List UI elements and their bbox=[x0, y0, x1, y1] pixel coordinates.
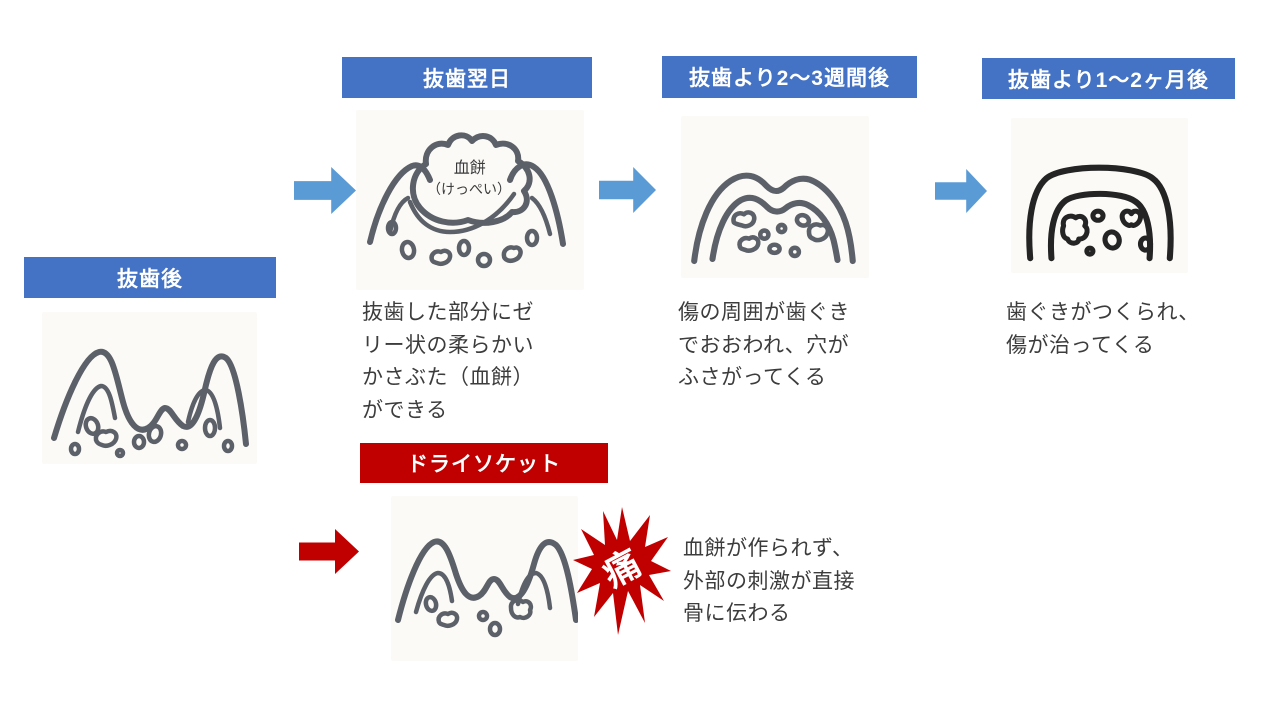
stage-description: 歯ぐきがつくられ、 傷が治ってくる bbox=[1006, 301, 1200, 357]
blood-clot-annotation: 血餅 （けっぺい） bbox=[427, 159, 511, 197]
stage-label: 抜歯より1～2ヶ月後 bbox=[1008, 68, 1209, 92]
stage-description: 傷の周囲が歯ぐき でおおわれ、穴が ふさがってくる bbox=[678, 301, 850, 390]
starburst-icon: 痛 bbox=[573, 507, 671, 635]
stage-description: 抜歯した部分にゼ リー状の柔らかい かさぶた（血餅） ができる bbox=[362, 301, 534, 422]
arrow-right-icon bbox=[599, 167, 656, 213]
stage-header-2-3-weeks: 抜歯より2～3週間後 bbox=[662, 56, 917, 98]
arrow-right-icon bbox=[299, 529, 359, 574]
post-extraction-illustration bbox=[42, 312, 257, 464]
dry-socket-illustration bbox=[391, 496, 578, 661]
blood-clot-socket-sketch: 血餅 （けっぺい） bbox=[367, 132, 566, 269]
arrow-right-icon bbox=[935, 169, 987, 213]
stage-header-day-after: 抜歯翌日 bbox=[342, 57, 592, 98]
blood-clot-illustration: 血餅 （けっぺい） bbox=[356, 110, 584, 290]
dry-socket-sketch bbox=[395, 538, 578, 638]
empty-socket-sketch bbox=[51, 348, 249, 459]
healed-months-illustration bbox=[1011, 118, 1188, 273]
stage-header-dry-socket: ドライソケット bbox=[360, 443, 608, 483]
healed-socket-sketch bbox=[1026, 164, 1174, 262]
stage-label: 抜歯より2～3週間後 bbox=[689, 67, 890, 90]
arrow-right-icon bbox=[294, 167, 356, 214]
stage-header-1-2-months: 抜歯より1～2ヶ月後 bbox=[982, 58, 1235, 99]
stage-label: ドライソケット bbox=[407, 453, 561, 476]
stage-label: 抜歯後 bbox=[117, 267, 183, 291]
healing-weeks-illustration bbox=[681, 116, 869, 278]
covered-socket-sketch bbox=[691, 172, 856, 265]
stage-description: 血餅が作られず、 外部の刺激が直接 骨に伝わる bbox=[683, 537, 855, 626]
stage-label: 抜歯翌日 bbox=[423, 67, 511, 91]
stage-header-post-extraction: 抜歯後 bbox=[24, 257, 276, 298]
pain-starburst: 痛 bbox=[572, 505, 672, 637]
